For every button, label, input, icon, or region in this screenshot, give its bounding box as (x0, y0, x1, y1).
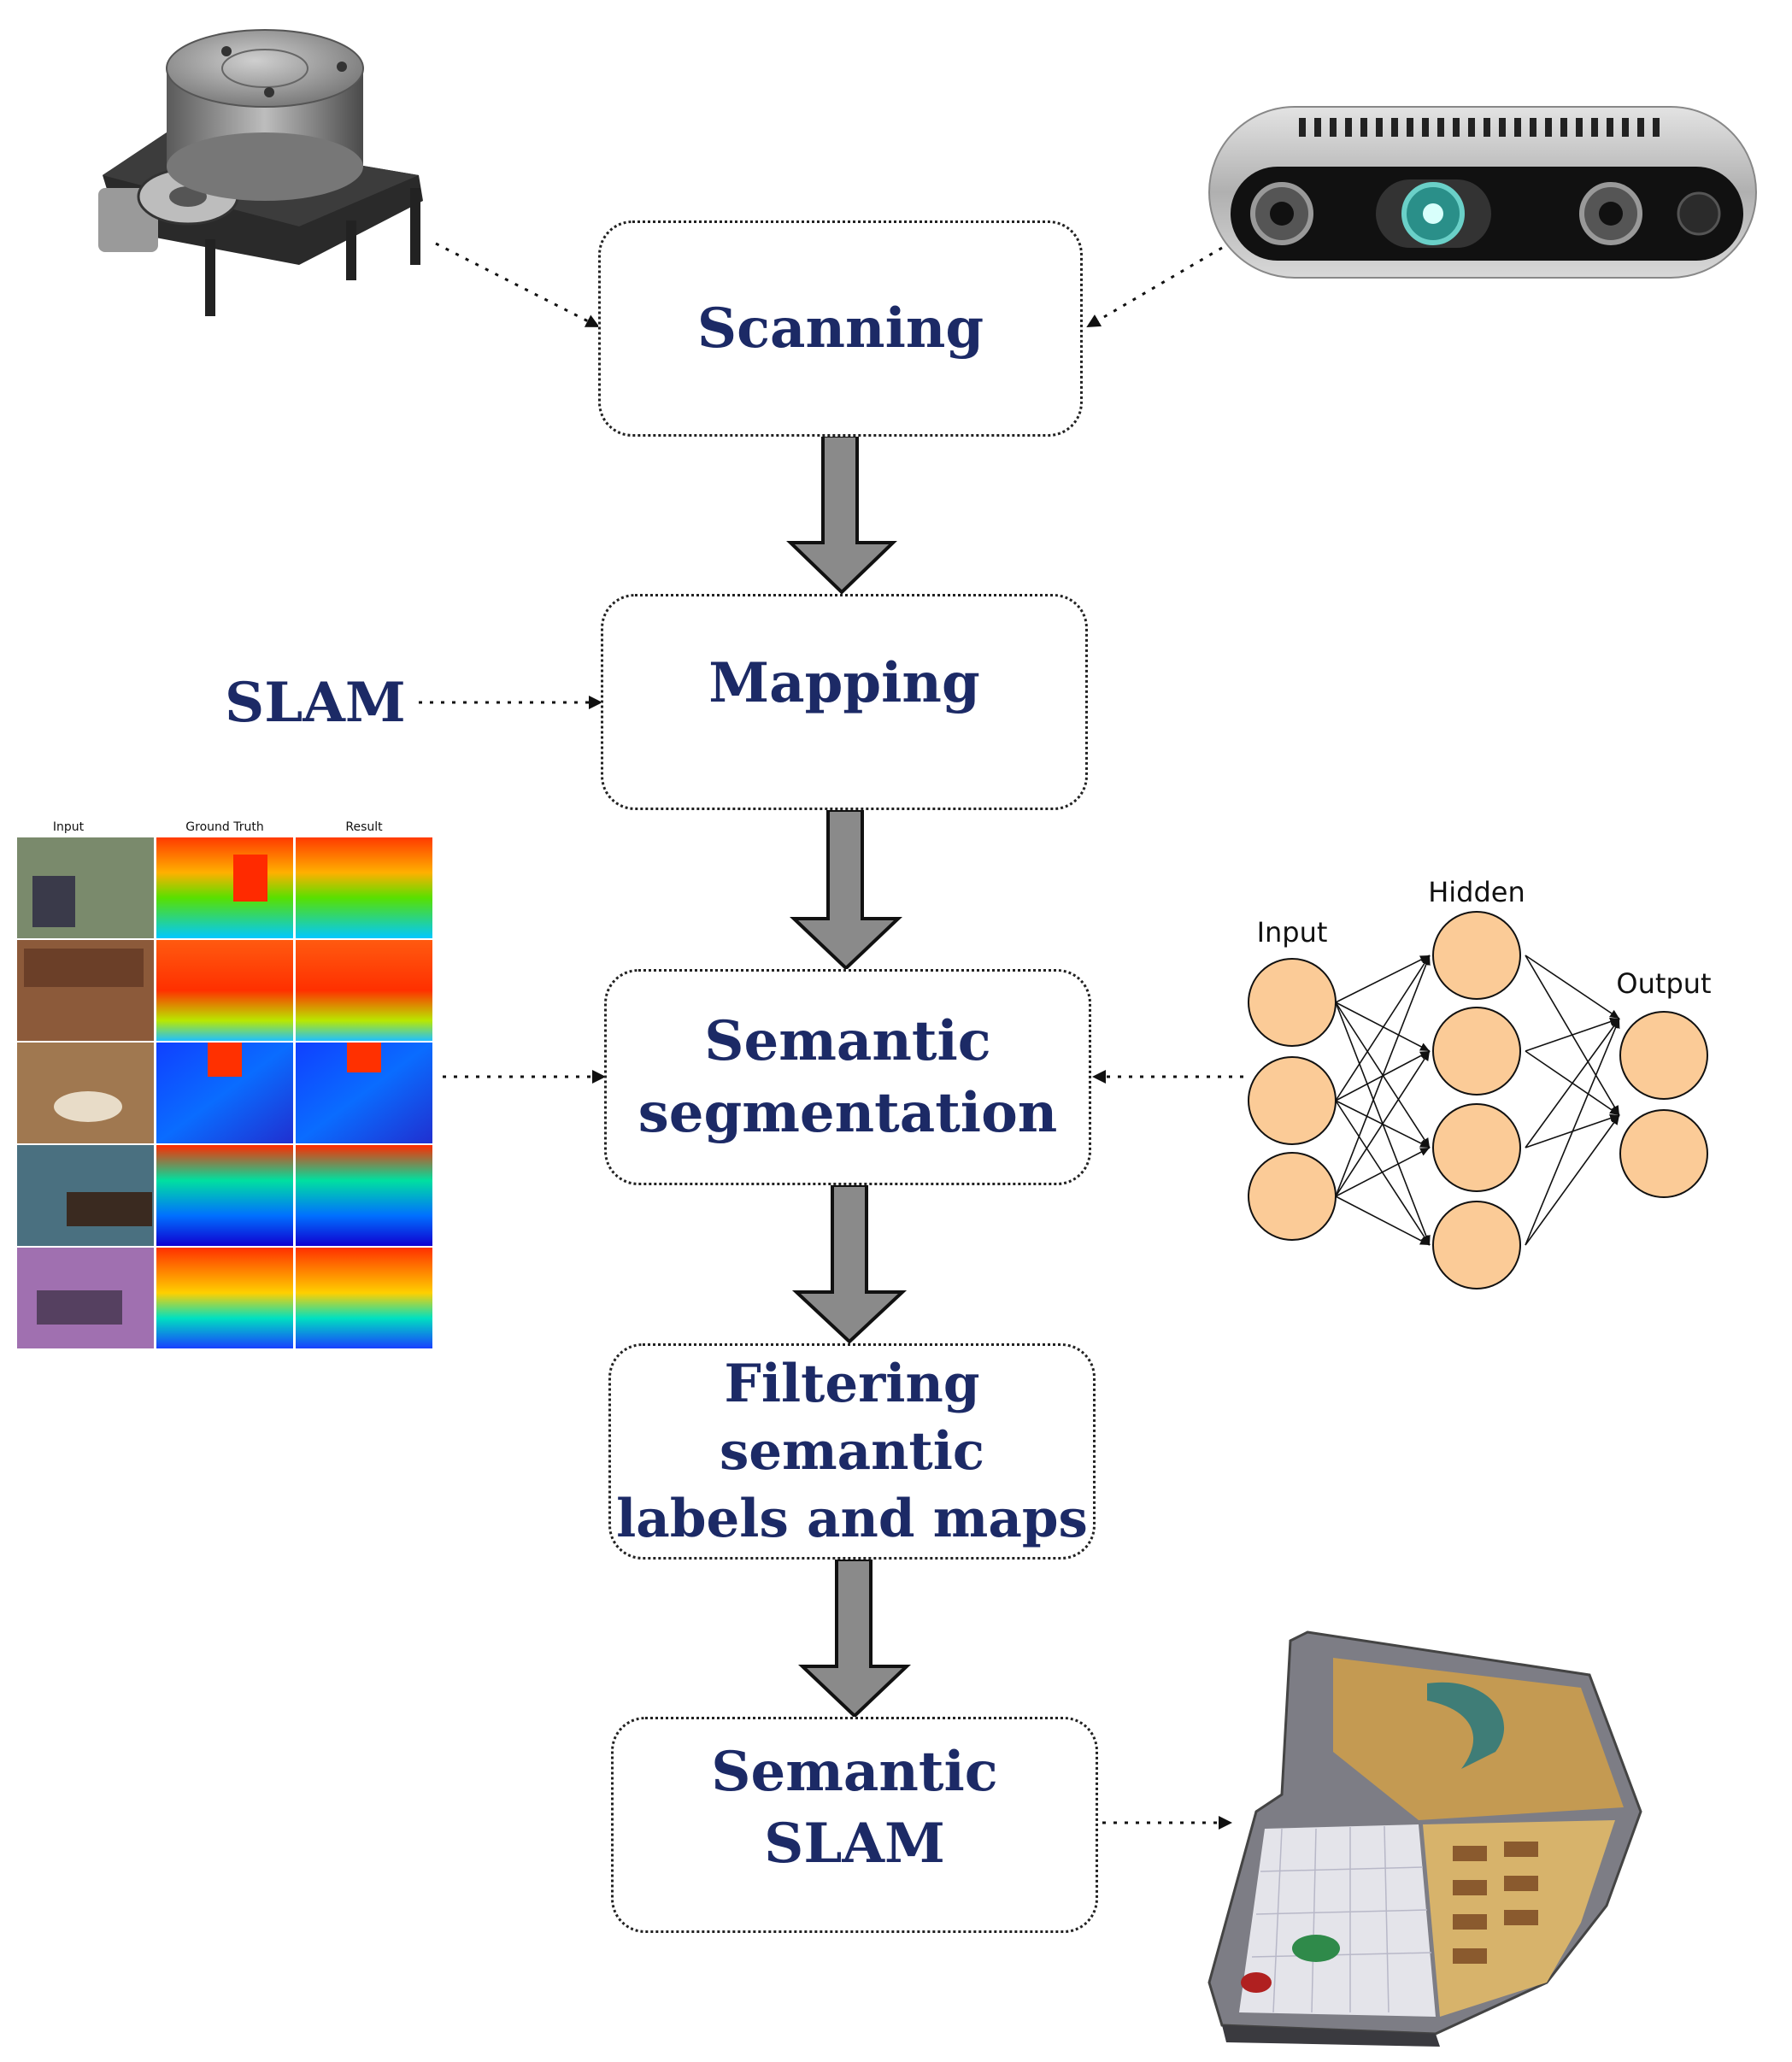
mapping-box: Mapping (601, 594, 1088, 810)
grid-header-ground-truth: Ground Truth (185, 820, 263, 834)
filtering-label: Filtering semantic labels and maps (616, 1353, 1088, 1550)
nn-input-label: Input (1257, 916, 1328, 949)
neural-network-icon: Input Hidden Output (1248, 876, 1712, 1289)
scanning-box: Scanning (598, 220, 1083, 437)
hidden-neuron (1432, 1103, 1521, 1192)
mapping-label: Mapping (708, 650, 980, 715)
down-arrow-1 (786, 434, 897, 595)
lidar-to-scanning-arrow (435, 242, 600, 328)
depth-estimation-grid: Input Ground Truth Result (17, 820, 432, 1348)
nn-hidden-label: Hidden (1428, 876, 1525, 908)
semantic-segmentation-box: Semantic segmentation (604, 969, 1091, 1185)
slam-label: SLAM (225, 671, 406, 735)
grid-header-input: Input (53, 820, 85, 834)
3d-floor-map-icon (1207, 1630, 1642, 2047)
down-arrow-3 (791, 1184, 908, 1344)
hidden-neuron (1432, 911, 1521, 1000)
semantic-segmentation-label: Semantic segmentation (637, 1009, 1058, 1145)
camera-to-scanning-arrow (1086, 246, 1223, 328)
down-arrow-4 (797, 1558, 912, 1718)
input-neuron (1248, 1152, 1337, 1241)
nn-output-label: Output (1616, 967, 1711, 1000)
hidden-neuron (1432, 1201, 1521, 1289)
semantic-slam-label: Semantic SLAM (711, 1740, 998, 1876)
hidden-neuron (1432, 1007, 1521, 1096)
down-arrow-2 (789, 808, 903, 971)
semantic-slam-box: Semantic SLAM (611, 1717, 1098, 1933)
scanning-label: Scanning (696, 296, 984, 361)
lidar-sensor-icon (98, 29, 423, 316)
input-neuron (1248, 1056, 1337, 1145)
output-neuron (1619, 1011, 1708, 1100)
filtering-box: Filtering semantic labels and maps (608, 1343, 1096, 1560)
input-neuron (1248, 958, 1337, 1047)
output-neuron (1619, 1109, 1708, 1198)
depth-camera-icon (1208, 106, 1757, 279)
grid-header-result: Result (345, 820, 383, 834)
